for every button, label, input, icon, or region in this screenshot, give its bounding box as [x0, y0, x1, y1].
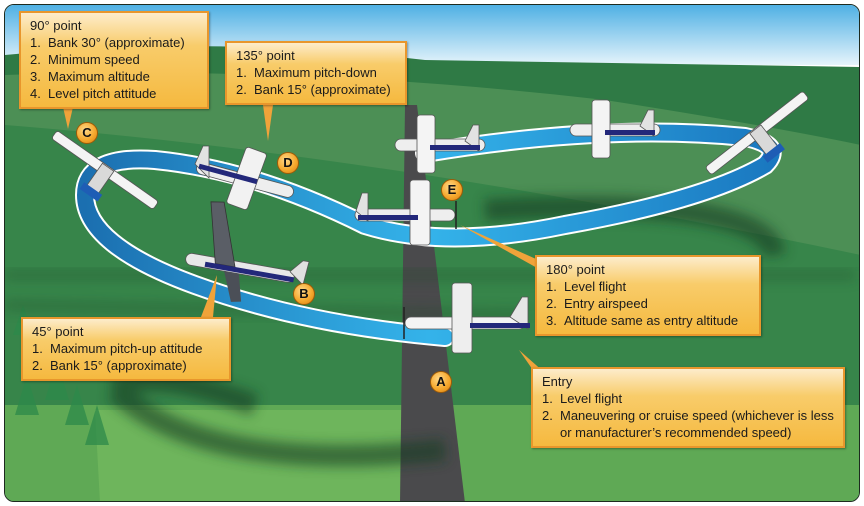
callout-title: Entry [542, 374, 573, 389]
callout-135-point: 135° point 1.Maximum pitch-down 2.Bank 1… [225, 41, 407, 105]
marker-b: B [293, 283, 315, 305]
figure-frame: A B C D E 90° point 1.Bank 30° (approxim… [4, 4, 860, 502]
callout-180-point: 180° point 1.Level flight 2.Entry airspe… [535, 255, 761, 336]
airplane-270 [569, 99, 661, 159]
callout-item: 4.Level pitch attitude [30, 86, 157, 101]
airplane-90 [52, 131, 158, 209]
marker-e: E [441, 179, 463, 201]
callout-item: 3.Altitude same as entry altitude [546, 313, 739, 328]
callout-item: 2.Bank 15° (approximate) [32, 358, 187, 373]
airplane-entry [403, 282, 530, 354]
callout-item: 2.Maneuvering or cruise speed (whichever… [542, 408, 834, 440]
callout-item: 3.Maximum altitude [30, 69, 150, 84]
callout-item: 2.Entry airspeed [546, 296, 648, 311]
callout-item: 1.Bank 30° (approximate) [30, 35, 185, 50]
callout-item: 1.Maximum pitch-up attitude [32, 341, 203, 356]
callout-entry: Entry 1.Level flight 2.Maneuvering or cr… [531, 367, 845, 448]
path-shadow [107, 196, 786, 467]
airplane-315 [705, 91, 809, 175]
callout-90-point: 90° point 1.Bank 30° (approximate) 2.Min… [19, 11, 209, 109]
callout-title: 180° point [546, 262, 605, 277]
callout-item: 2.Bank 15° (approximate) [236, 82, 391, 97]
callout-item: 1.Level flight [546, 279, 627, 294]
airplane-45 [185, 201, 310, 302]
marker-d: D [277, 152, 299, 174]
callout-title: 135° point [236, 48, 295, 63]
callout-item: 2.Minimum speed [30, 52, 140, 67]
airplane-225 [394, 114, 486, 174]
callout-45-point: 45° point 1.Maximum pitch-up attitude 2.… [21, 317, 231, 381]
marker-c: C [76, 122, 98, 144]
callout-pointers [63, 105, 545, 373]
callout-item: 1.Level flight [542, 391, 623, 406]
callout-item: 1.Maximum pitch-down [236, 65, 377, 80]
airplane-135 [194, 145, 294, 210]
airplane-180 [354, 179, 457, 246]
callout-title: 45° point [32, 324, 84, 339]
marker-a: A [430, 371, 452, 393]
callout-title: 90° point [30, 18, 82, 33]
